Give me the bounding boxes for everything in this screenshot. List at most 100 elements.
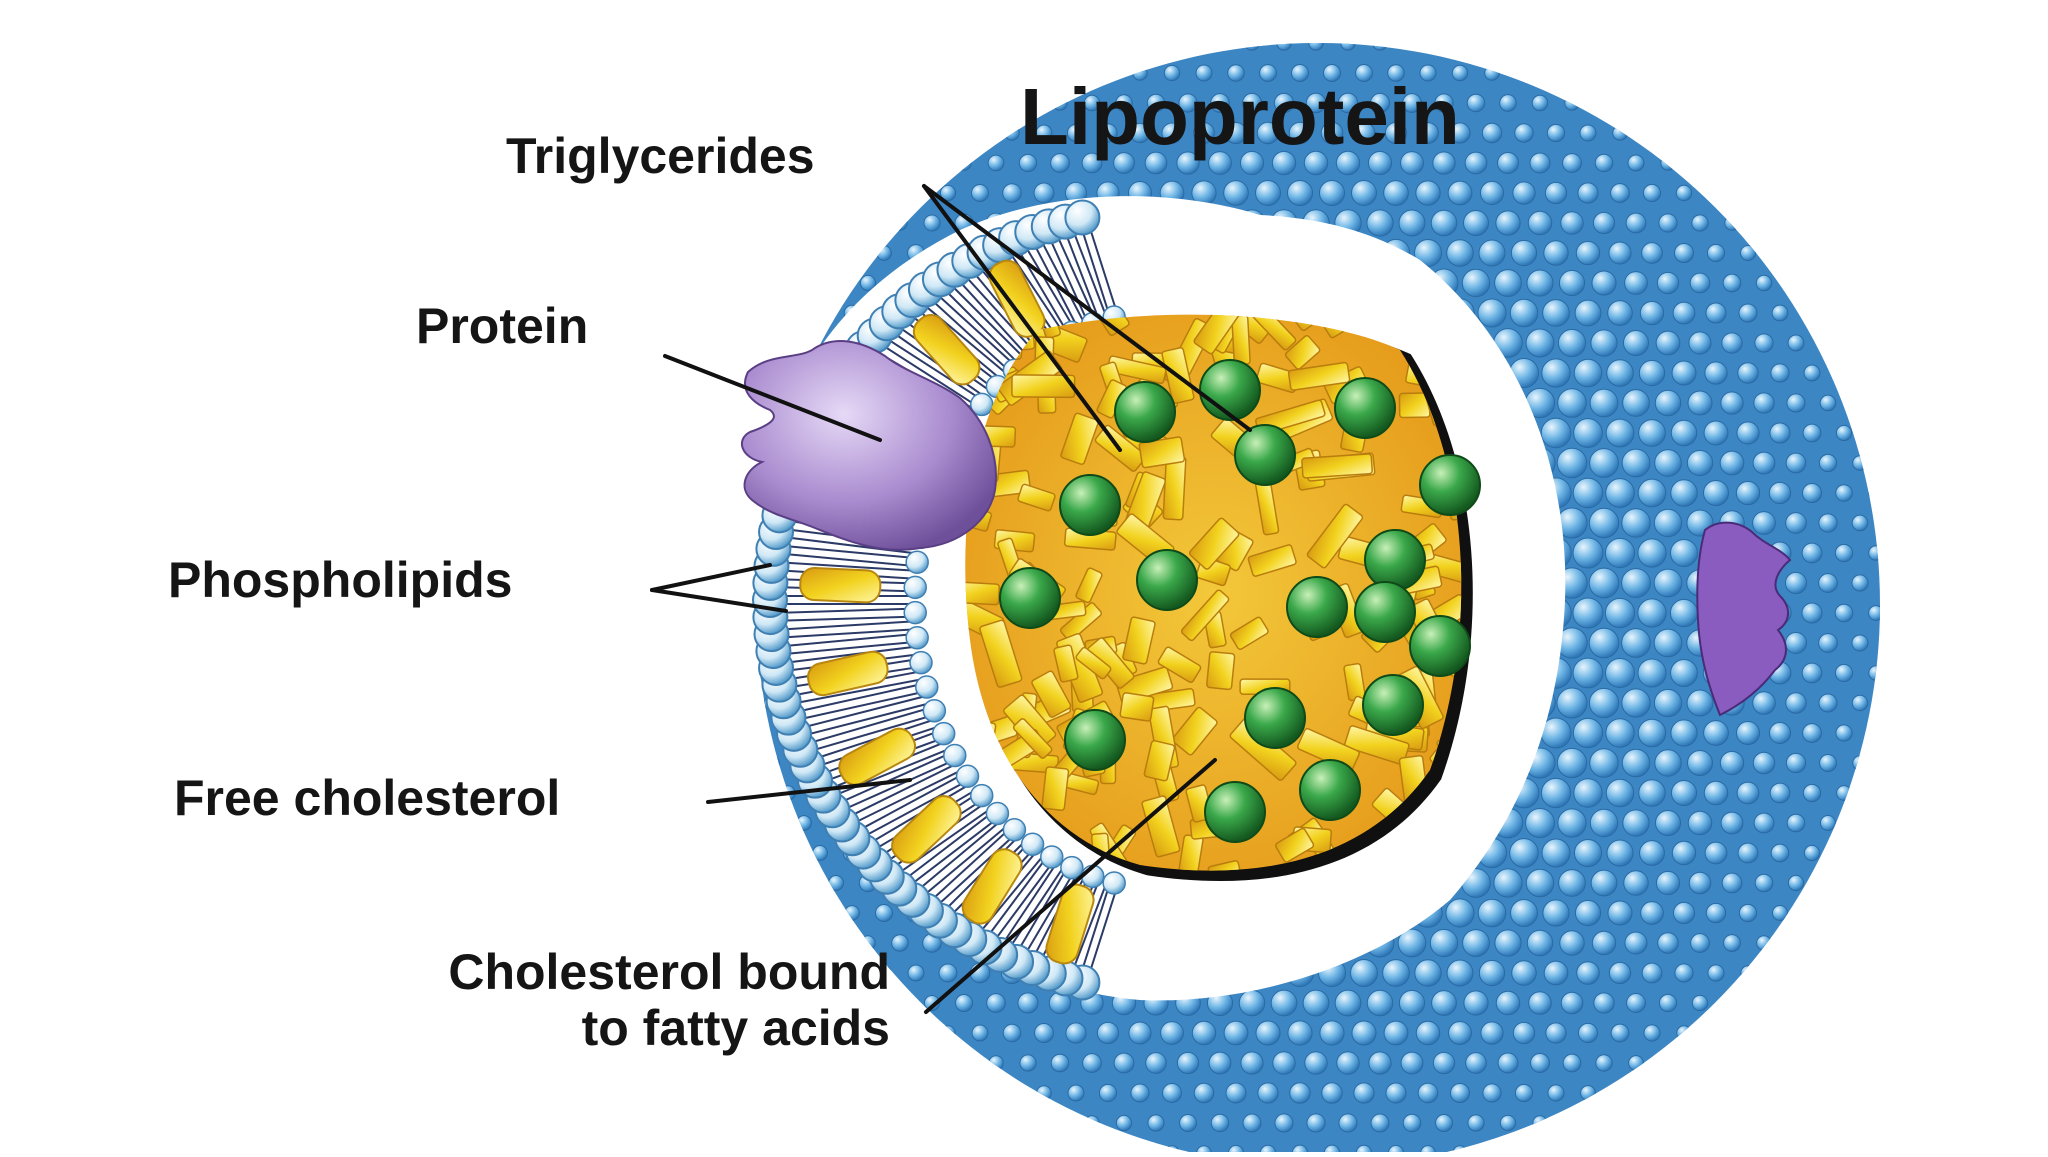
surface-bead [1195,64,1213,82]
lipid-tail [789,689,929,723]
surface-bead [1771,904,1789,922]
phospholipid-head [903,600,927,625]
cholesteryl-ester-rod [1075,567,1103,604]
surface-bead [1655,870,1681,896]
surface-bead [1607,300,1633,326]
surface-bead [1688,331,1712,355]
surface-bead [891,934,909,952]
lipid-tail [935,280,1021,366]
surface-bead [1687,810,1713,836]
surface-bead [1675,184,1693,202]
surface-bead [1737,362,1759,384]
surface-bead [1740,245,1756,261]
lipid-tail [995,860,1059,954]
cholesteryl-ester-rod [1247,544,1297,577]
cholesteryl-ester-rod [1060,412,1099,466]
surface-bead [1610,183,1630,203]
lipid-tail [854,778,971,843]
surface-bead [1819,394,1837,412]
surface-bead [1628,1055,1644,1071]
surface-bead [1414,959,1442,987]
surface-bead [1605,478,1635,508]
lipid-tail [795,701,932,739]
surface-bead [987,154,1005,172]
surface-bead [1144,151,1168,175]
surface-bead [1511,960,1537,986]
surface-bead [1113,1052,1135,1074]
surface-bead [1689,272,1711,294]
surface-bead [1308,43,1324,51]
surface-bead [1162,1083,1182,1103]
surface-bead [1770,363,1790,383]
surface-bead [1017,992,1039,1014]
leader-protein [663,354,882,442]
surface-bead [1671,840,1697,866]
lipid-tail [987,858,1057,950]
surface-bead [1637,538,1667,568]
surface-bead [1448,1021,1472,1045]
surface-bead [1673,242,1695,264]
surface-bead [1605,418,1635,448]
leader-triglycerides-a [922,184,1122,452]
surface-bead [1477,298,1507,328]
lipid-tail [895,809,996,887]
surface-bead [1787,874,1805,892]
surface-bead [1851,514,1869,532]
surface-bead [1532,1115,1548,1131]
surface-bead [1704,361,1728,385]
free-cholesterol-rod [799,567,882,604]
surface-bead [1612,125,1628,141]
surface-bead [1435,1114,1453,1132]
leader-bound [924,758,1217,1014]
surface-bead [812,845,828,861]
surface-bead [1639,300,1665,326]
surface-bead [1640,901,1664,925]
surface-bead [1129,122,1151,144]
surface-bead [1639,840,1665,866]
protein-left-icon [740,340,997,551]
triglyceride-sphere [1354,581,1416,643]
surface-bead [1818,693,1838,713]
surface-bead [1753,812,1775,834]
surface-bead [1274,1113,1294,1133]
surface-bead [1852,755,1868,771]
surface-bead [1819,754,1837,772]
surface-bead [1413,238,1443,268]
lipid-tail [805,717,938,763]
surface-bead [1446,959,1474,987]
triglyceride-sphere [1059,474,1121,536]
surface-bead [1802,423,1822,443]
surface-bead [1034,1023,1054,1043]
cholesteryl-ester-rod [1031,670,1072,718]
surface-bead [1674,963,1694,983]
surface-bead [1621,748,1651,778]
surface-bead [1720,391,1744,415]
lipid-tail [829,751,954,808]
surface-bead [1019,1054,1037,1072]
surface-bead [1637,658,1667,688]
free-cholesterol-rod [912,313,981,386]
surface-bead [1670,719,1698,747]
surface-bead [1622,809,1650,837]
cholesteryl-ester-rod [1287,361,1351,391]
surface-bead [1573,838,1603,868]
surface-bead [1510,899,1538,927]
surface-bead [1579,124,1597,142]
surface-bead [1642,183,1662,203]
surface-bead [1516,65,1532,81]
surface-bead [1818,633,1838,653]
surface-bead [1672,301,1696,325]
cholesteryl-ester-rod [1343,725,1410,766]
surface-bead [1351,1020,1377,1046]
surface-bead [1145,1052,1167,1074]
surface-bead [1419,64,1437,82]
surface-bead [1580,1085,1596,1101]
surface-bead [1398,989,1426,1017]
surface-bead [844,905,860,921]
surface-bead [1402,1113,1422,1133]
surface-bead [1542,299,1570,327]
surface-bead [1643,1024,1661,1042]
free-cholesterol-rod [838,727,917,786]
surface-bead [1525,868,1555,898]
